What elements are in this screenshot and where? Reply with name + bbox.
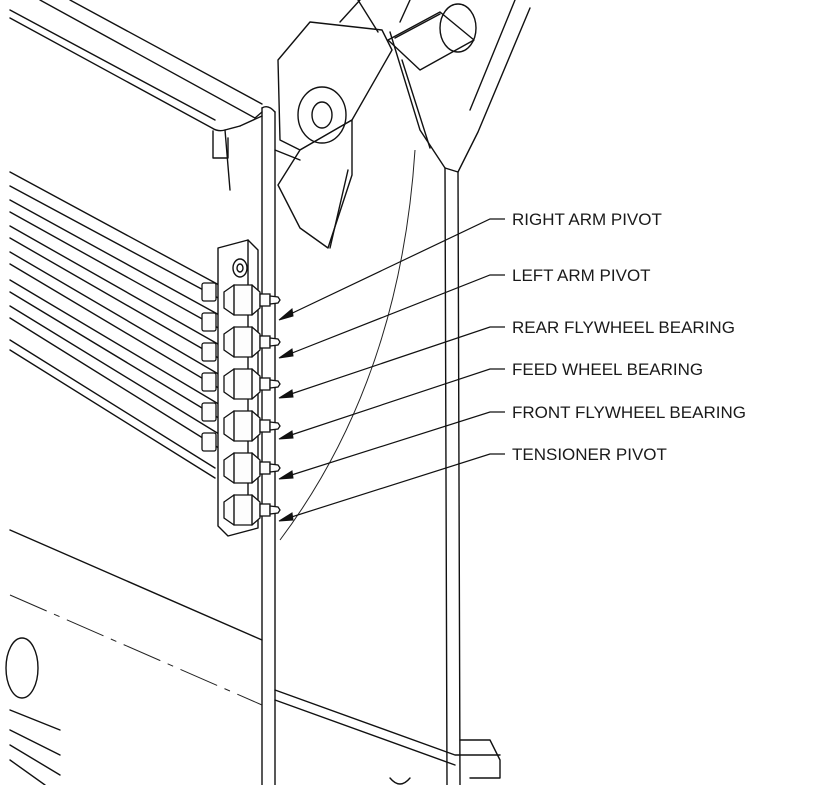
- main-side-plate: [261, 105, 301, 785]
- grease-nipple-4[interactable]: [223, 410, 281, 442]
- arm-pivot-bracket: [277, 0, 411, 249]
- label-tensioner-pivot: TENSIONER PIVOT: [512, 445, 667, 464]
- leader-lines: [278, 218, 505, 522]
- leader-rear-flywheel-bearing: [278, 326, 505, 399]
- grease-nipples: [223, 284, 281, 526]
- grease-nipple-3[interactable]: [223, 368, 281, 400]
- leader-left-arm-pivot: [278, 274, 505, 359]
- leader-front-flywheel-bearing: [278, 411, 505, 480]
- grease-nipple-5[interactable]: [223, 452, 281, 484]
- label-right-arm-pivot: RIGHT ARM PIVOT: [512, 210, 662, 229]
- pivot-shaft: [387, 3, 477, 71]
- grease-hoses: [9, 171, 233, 479]
- flywheel-sweep-curve: [279, 149, 416, 541]
- label-left-arm-pivot: LEFT ARM PIVOT: [512, 266, 651, 285]
- label-feed-wheel-bearing: FEED WHEEL BEARING: [512, 360, 703, 379]
- label-front-flywheel-bearing: FRONT FLYWHEEL BEARING: [512, 403, 746, 422]
- callout-labels: RIGHT ARM PIVOT LEFT ARM PIVOT REAR FLYW…: [512, 210, 746, 464]
- grease-nipple-1[interactable]: [223, 284, 281, 316]
- leader-feed-wheel-bearing: [278, 368, 505, 440]
- grease-nipple-6[interactable]: [223, 494, 281, 526]
- label-rear-flywheel-bearing: REAR FLYWHEEL BEARING: [512, 318, 735, 337]
- top-frame-plate: [9, 0, 263, 191]
- leader-tensioner-pivot: [278, 453, 505, 522]
- lower-frame: [5, 529, 501, 785]
- hose-end-fittings: [201, 282, 217, 452]
- grease-nipple-2[interactable]: [223, 326, 281, 358]
- right-arm-bracket: [389, 0, 531, 785]
- leader-right-arm-pivot: [278, 218, 505, 321]
